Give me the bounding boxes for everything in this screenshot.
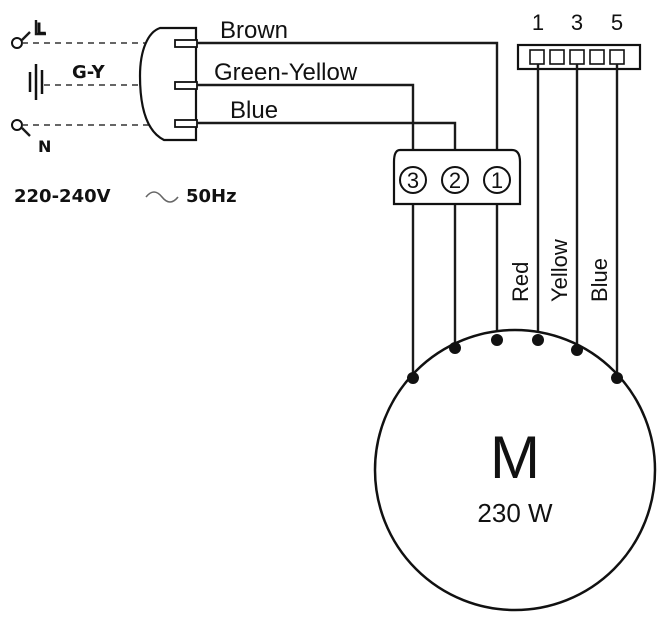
supply-voltage: 220-240V [14,186,111,207]
motor-power: 230 W [477,498,553,528]
motor-circle [373,328,657,612]
wire-label-yellow: Yellow [547,239,572,302]
capacitor-pin-2-label: 2 [449,168,461,193]
neutral-label: N [38,137,51,156]
wire-label-red: Red [508,262,533,302]
switch-slot [589,49,605,65]
switch-slot [569,49,585,65]
wire-label-blue-out: Blue [587,258,612,302]
ac-icon [145,191,179,203]
motor-symbol: M [490,424,540,491]
switch-position-1: 1 [532,10,544,35]
capacitor-pin-1-label: 1 [491,168,503,193]
live-terminal-lead [21,20,46,41]
plug-connector [138,26,198,142]
wire-label-brown: Brown [220,17,288,44]
blue-wire-in [197,121,457,348]
switch-slot [609,49,625,65]
switch-position-3: 3 [571,10,583,35]
capacitor-pin-3: 3 [399,166,427,194]
earth-label: G-Y [72,62,106,83]
brown-wire [197,41,499,340]
wire-label-blue: Blue [230,97,278,124]
earth-icon [28,64,44,100]
capacitor-pin-2: 2 [441,166,469,194]
neutral-terminal [11,119,23,131]
switch-slot [529,49,545,65]
live-label: L [36,19,46,38]
capacitor-pin-3-label: 3 [407,168,419,193]
plug-pin-neutral [174,119,198,128]
plug-pin-earth [174,81,198,90]
live-terminal [11,37,23,49]
motor-connection-dots [407,334,623,384]
neutral-terminal-lead [21,127,31,137]
switch-slot [549,49,565,65]
wire-label-green-yellow: Green-Yellow [214,59,358,86]
green-yellow-wire [197,83,415,378]
switch-position-5: 5 [611,10,623,35]
supply-frequency: 50Hz [186,186,237,207]
capacitor-pin-1: 1 [483,166,511,194]
plug-pin-live [174,39,198,48]
